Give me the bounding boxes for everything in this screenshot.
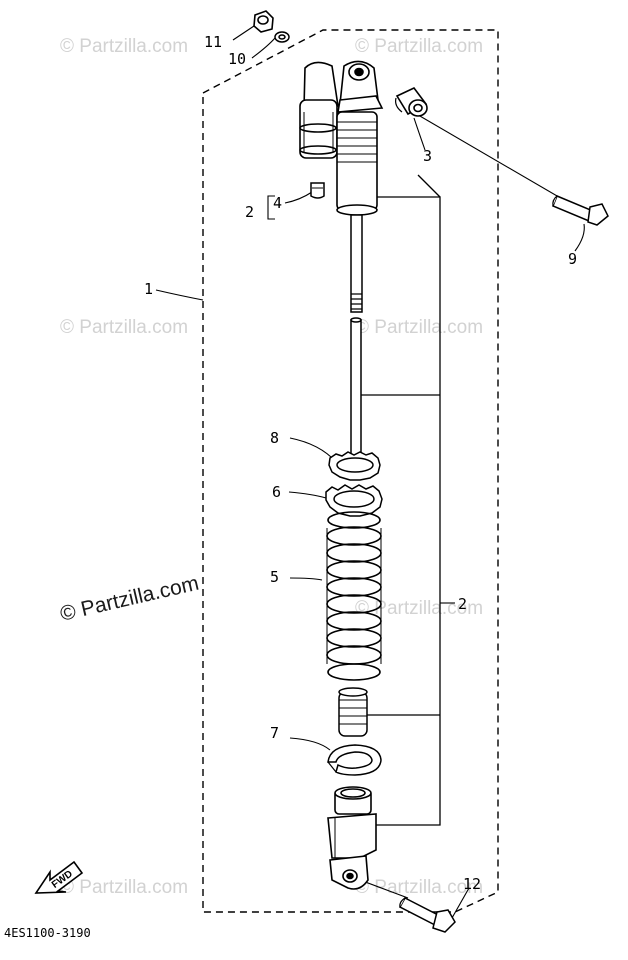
callout-6: 6	[272, 483, 281, 501]
watermark: © Partzilla.com	[60, 317, 188, 338]
callout-4: 4	[273, 194, 282, 212]
piston-rod-upper	[350, 214, 363, 313]
spring-adjuster	[325, 484, 383, 517]
locknut	[328, 451, 381, 481]
callout-7: 7	[270, 724, 279, 742]
diagram-code: 4ES1100-3190	[4, 926, 91, 940]
watermark: © Partzilla.com	[60, 36, 188, 57]
callout-2-right: 2	[458, 595, 467, 613]
callout-3: 3	[423, 147, 432, 165]
callout-10: 10	[228, 50, 246, 68]
washer	[274, 31, 290, 43]
valve-cap	[310, 182, 325, 199]
callout-8: 8	[270, 429, 279, 447]
callout-5: 5	[270, 568, 279, 586]
assembly-boundary	[202, 29, 499, 913]
callout-12: 12	[463, 875, 481, 893]
shock-reservoir	[299, 61, 339, 159]
collar	[395, 86, 428, 117]
piston-rod-lower	[350, 317, 362, 461]
nut	[253, 10, 274, 33]
coil-spring	[326, 511, 382, 681]
item-2-bracket	[360, 174, 441, 826]
watermark: © Partzilla.com	[355, 36, 483, 57]
watermark-prominent: © Partzilla.com	[58, 572, 201, 626]
callout-2-top: 2	[245, 203, 254, 221]
callout-11: 11	[204, 33, 222, 51]
bolt-lower	[398, 897, 456, 933]
callout-labels: 1 2 2 3 4 5 6 7 8 9 10 11 12	[144, 33, 577, 893]
watermarks: © Partzilla.com © Partzilla.com © Partzi…	[58, 36, 483, 898]
watermark: © Partzilla.com	[60, 877, 188, 898]
shock-lower-body	[327, 786, 377, 890]
shock-body	[336, 111, 378, 216]
shock-top-eye	[337, 60, 384, 113]
callout-1: 1	[144, 280, 153, 298]
spring-seat	[327, 744, 382, 776]
bolt-upper	[552, 195, 609, 226]
callout-9: 9	[568, 250, 577, 268]
watermark: © Partzilla.com	[355, 317, 483, 338]
watermark: © Partzilla.com	[355, 877, 483, 898]
bump-stop	[338, 687, 368, 737]
